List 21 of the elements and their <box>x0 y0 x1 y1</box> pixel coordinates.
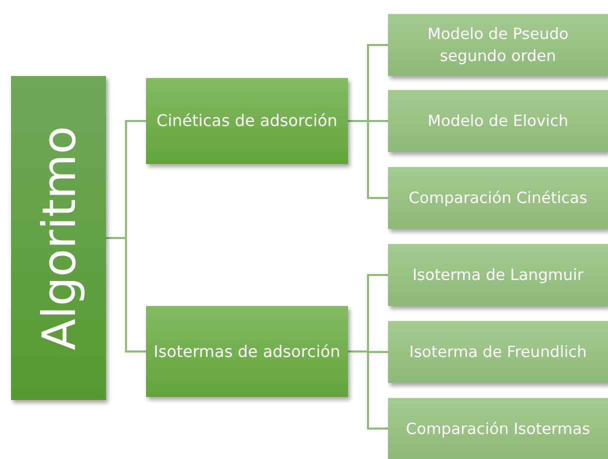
node-label: Comparación Isotermas <box>404 418 592 440</box>
connector-line <box>348 350 388 430</box>
node-label: Comparación Cinéticas <box>408 188 588 209</box>
category-box <box>146 306 348 397</box>
leaf-box <box>388 244 608 306</box>
leaf-box <box>388 321 608 383</box>
leaf-box <box>388 14 608 76</box>
node-label: Algoritmo <box>32 126 86 350</box>
leaf-box <box>388 90 608 152</box>
node-label: Modelo de Pseudo segundo orden <box>426 24 570 67</box>
connector-line <box>348 120 388 199</box>
leaf-box <box>388 167 608 229</box>
root-box <box>11 76 106 400</box>
node-label: Modelo de Elovich <box>426 111 570 132</box>
category-box <box>146 78 348 164</box>
node-label: Cinéticas de adsorción <box>156 110 338 132</box>
node-label: Isotermas de adsorción <box>152 340 342 362</box>
connector-line <box>106 237 146 352</box>
leaf-box <box>388 398 608 459</box>
node-label: Isoterma de Freundlich <box>408 342 588 363</box>
node-label: Isoterma de Langmuir <box>411 265 585 286</box>
